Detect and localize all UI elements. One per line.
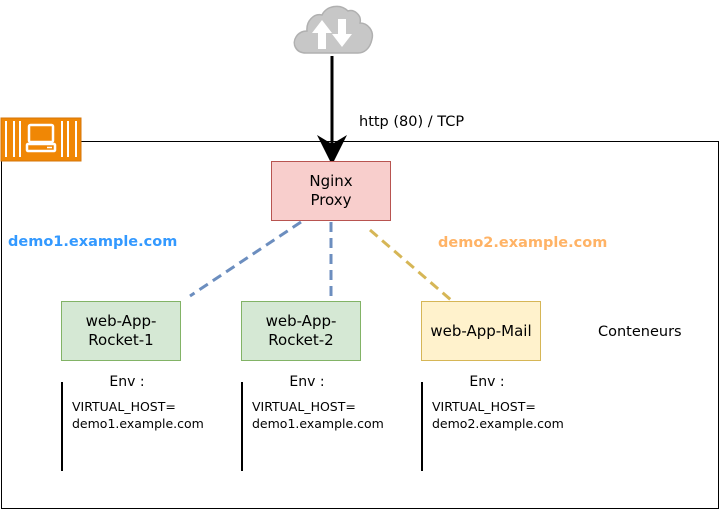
containers-label: Conteneurs — [598, 324, 682, 340]
domain-label-demo1: demo1.example.com — [8, 234, 178, 250]
app-node-rocket-1: web-App- Rocket-1 — [61, 301, 181, 361]
app-node-mail: web-App-Mail — [421, 301, 541, 361]
domain-label-demo2: demo2.example.com — [438, 235, 608, 251]
env-title-2: Env : — [289, 374, 325, 390]
proxy-to-rocket1-link — [189, 220, 302, 298]
protocol-label: http (80) / TCP — [359, 114, 465, 130]
cloud-upload-download-icon — [292, 3, 374, 61]
env-value-1: VIRTUAL_HOST= demo1.example.com — [72, 399, 204, 431]
nginx-proxy-node: Nginx Proxy — [271, 161, 391, 221]
env-value-2: VIRTUAL_HOST= demo1.example.com — [252, 399, 384, 431]
env-title-3: Env : — [469, 374, 505, 390]
app-node-rocket-2: web-App- Rocket-2 — [241, 301, 361, 361]
proxy-to-mail-link — [369, 228, 452, 302]
docker-host-icon — [0, 117, 82, 166]
env-value-3: VIRTUAL_HOST= demo2.example.com — [432, 399, 564, 431]
container-frame — [1, 141, 719, 509]
env-title-1: Env : — [109, 374, 145, 390]
